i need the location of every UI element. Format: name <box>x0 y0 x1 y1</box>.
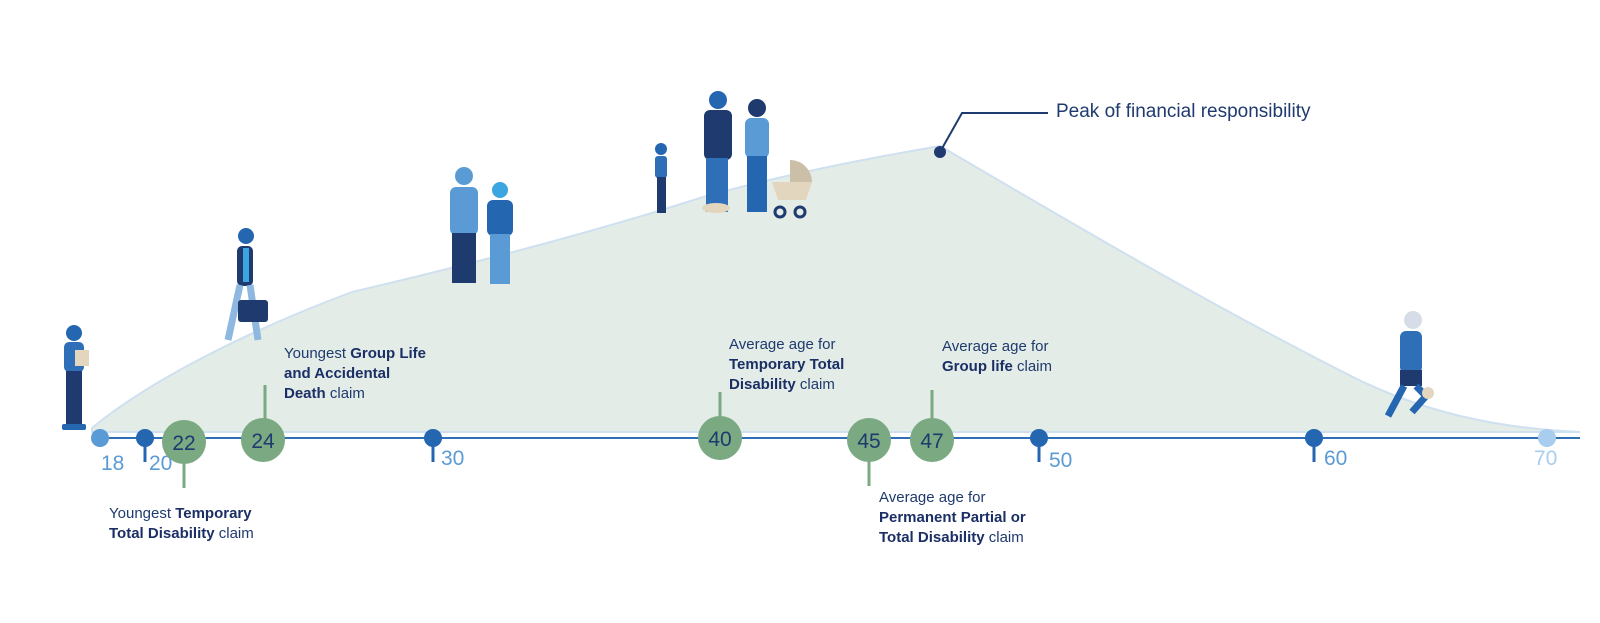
caption-24: Youngest Group Life and Accidental Death… <box>284 344 426 404</box>
milestone-24: 24 <box>241 385 285 462</box>
couple-icon <box>450 167 513 284</box>
pin-20 <box>136 429 154 462</box>
caption-22-pre: Youngest <box>109 505 176 522</box>
caption-22-bold1: Temporary <box>175 505 252 522</box>
caption-22: Youngest Temporary Total Disability clai… <box>109 504 254 544</box>
caption-24-post: claim <box>325 385 365 402</box>
caption-24-bold2: and Accidental <box>284 365 391 382</box>
caption-22-bold2: Total Disability <box>109 525 215 542</box>
caption-24-pre: Youngest <box>284 345 351 362</box>
milestone-47: 47 <box>910 390 954 462</box>
caption-24-bold1: Group Life <box>350 345 427 362</box>
caption-40-bold2: Disability <box>729 376 796 393</box>
axis-start-dot <box>91 429 109 447</box>
milestone-45-age: 45 <box>857 430 880 453</box>
peak-label: Peak of financial responsibility <box>1056 101 1311 122</box>
caption-45-pre: Average age for <box>879 489 986 506</box>
milestone-40: 40 <box>698 392 742 460</box>
caption-45: Average age for Permanent Partial or Tot… <box>879 488 1026 548</box>
caption-40: Average age for Temporary Total Disabili… <box>729 335 844 395</box>
commuter-icon <box>224 228 268 341</box>
caption-47-bold1: Group life <box>942 358 1013 375</box>
financial-responsibility-curve <box>91 144 1581 433</box>
caption-40-pre: Average age for <box>729 336 836 353</box>
milestone-45: 45 <box>847 418 891 486</box>
tick-label-70: 70 <box>1534 447 1557 470</box>
milestone-47-age: 47 <box>920 430 943 453</box>
tick-label-50: 50 <box>1049 449 1072 472</box>
caption-47-pre: Average age for <box>942 338 1049 355</box>
tick-label-18: 18 <box>101 452 124 475</box>
caption-45-post: claim <box>984 529 1024 546</box>
pin-50 <box>1030 429 1048 462</box>
caption-47-post: claim <box>1012 358 1053 375</box>
caption-40-bold1: Temporary Total <box>729 356 845 373</box>
axis-end-dot <box>1538 429 1556 447</box>
runner-icon <box>1384 311 1434 418</box>
family-icon <box>655 91 812 219</box>
milestone-24-age: 24 <box>251 430 275 453</box>
caption-24-bold3: Death <box>284 385 326 402</box>
tick-label-20: 20 <box>149 452 172 475</box>
caption-40-post: claim <box>795 376 835 393</box>
tick-label-60: 60 <box>1324 447 1347 470</box>
caption-45-bold1: Permanent Partial or <box>879 509 1026 526</box>
pin-60 <box>1305 429 1323 462</box>
milestone-22: 22 <box>162 420 206 488</box>
caption-47: Average age for Group life claim <box>942 337 1052 377</box>
caption-22-post: claim <box>214 525 254 542</box>
caption-45-bold2: Total Disability <box>879 529 985 546</box>
worker-icon <box>62 325 89 430</box>
pin-30 <box>424 429 442 462</box>
milestone-22-age: 22 <box>172 432 195 455</box>
milestone-40-age: 40 <box>708 428 731 451</box>
peak-pointer <box>934 112 1048 158</box>
tick-label-30: 30 <box>441 447 464 470</box>
